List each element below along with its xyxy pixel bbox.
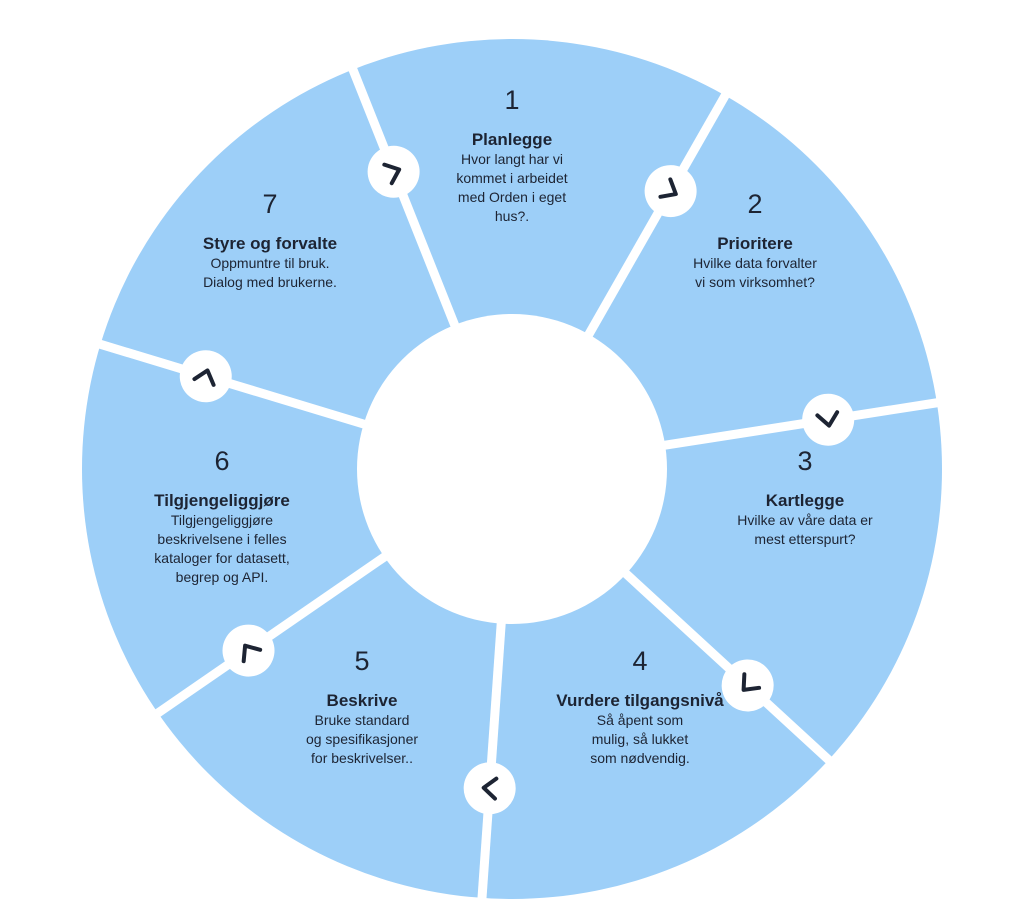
step-number: 6 bbox=[214, 446, 230, 476]
step-2: 2 Prioritere Hvilke data forvalter vi so… bbox=[693, 188, 817, 292]
segment-divider bbox=[582, 88, 733, 341]
step-description: Hvor langt har vi kommet i arbeidet med … bbox=[456, 151, 568, 224]
step-connectors bbox=[179, 145, 855, 815]
step-title: Beskrive bbox=[326, 691, 398, 710]
step-description: Oppmuntre til bruk. Dialog med brukerne. bbox=[203, 255, 337, 290]
step-number: 7 bbox=[262, 189, 278, 219]
segment-divider bbox=[477, 618, 507, 905]
step-1: 1 Planlegge Hvor langt har vi kommet i a… bbox=[456, 84, 567, 226]
step-description: Hvilke av våre data er mest etterspurt? bbox=[737, 512, 873, 547]
chevron-arrow-icon bbox=[367, 145, 420, 198]
step-4: 4 Vurdere tilgangsnivå Så åpent som muli… bbox=[556, 645, 724, 768]
step-title: Styre og forvalte bbox=[202, 234, 338, 253]
segment-dividers bbox=[93, 62, 944, 905]
step-number: 1 bbox=[504, 85, 520, 115]
step-3: 3 Kartlegge Hvilke av våre data er mest … bbox=[737, 445, 872, 549]
chevron-arrow-icon bbox=[222, 624, 275, 677]
step-description: Hvilke data forvalter vi som virksomhet? bbox=[693, 255, 817, 290]
chevron-arrow-icon bbox=[644, 165, 697, 218]
step-description: Tilgjengeliggjøre beskrivelsene i felles… bbox=[154, 512, 290, 585]
step-title: Tilgjengeliggjøre bbox=[154, 491, 290, 510]
center-hub bbox=[357, 314, 667, 624]
step-number: 5 bbox=[354, 646, 370, 676]
step-number: 3 bbox=[797, 446, 813, 476]
step-description: Så åpent som mulig, så lukket som nødven… bbox=[590, 712, 690, 766]
segment-divider bbox=[150, 550, 392, 721]
segment-divider bbox=[93, 338, 370, 430]
chevron-arrow-icon bbox=[721, 659, 774, 712]
chevron-arrow-icon bbox=[179, 350, 232, 403]
step-title: Planlegge bbox=[471, 130, 553, 149]
step-7: 7 Styre og forvalte Oppmuntre til bruk. … bbox=[203, 188, 337, 292]
step-title: Prioritere bbox=[717, 234, 793, 253]
segment-divider bbox=[346, 62, 461, 332]
chevron-arrow-icon bbox=[802, 393, 855, 446]
segment-divider bbox=[619, 567, 837, 768]
step-title: Vurdere tilgangsnivå bbox=[556, 691, 724, 710]
chevron-arrow-icon bbox=[463, 762, 516, 815]
step-title: Kartlegge bbox=[765, 491, 845, 510]
step-description: Bruke standard og spesifikasjoner for be… bbox=[305, 712, 419, 766]
step-number: 2 bbox=[747, 189, 763, 219]
step-number: 4 bbox=[632, 646, 648, 676]
step-6: 6 Tilgjengeliggjøre Tilgjengeliggjøre be… bbox=[154, 445, 290, 587]
step-5: 5 Beskrive Bruke standard og spesifikasj… bbox=[306, 645, 418, 768]
segment-divider bbox=[659, 397, 944, 451]
